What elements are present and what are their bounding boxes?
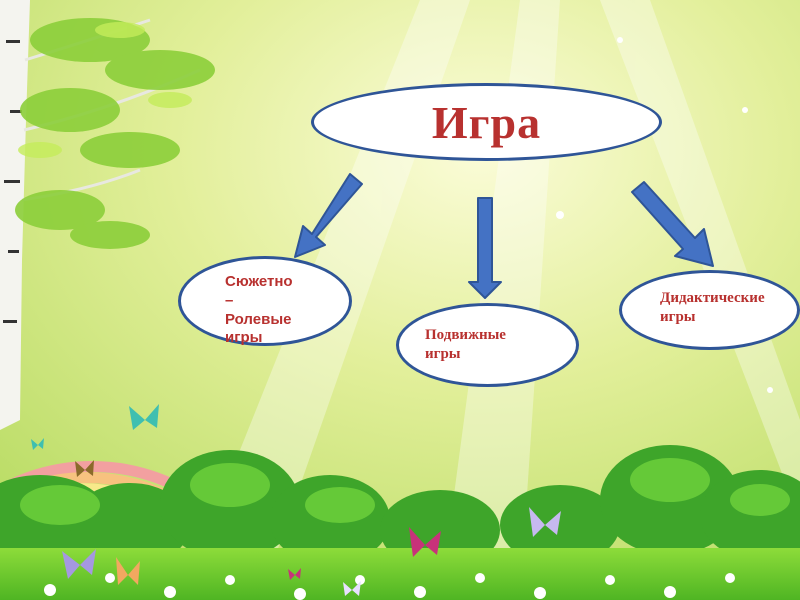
butterfly-icon [343,581,361,596]
butterfly-icon [116,557,140,585]
butterfly-icon [529,507,561,537]
butterfly-icon [75,460,94,477]
node-label-line: Ролевые [225,310,292,328]
arrow-center [468,197,502,299]
arrow-left [294,173,363,258]
node-role-play-games-label: Сюжетно – Ролевые игры [225,273,315,348]
bush-highlights [20,458,790,525]
butterfly-icon [31,438,44,450]
birch-tree [0,0,215,430]
node-outdoor-games: Подвижные игры [396,303,579,387]
butterfly-icon [409,527,441,557]
node-didactic-games: Дидактические игры [619,270,800,350]
arrow-right [631,181,714,267]
node-label-line: Сюжетно [225,273,293,290]
butterfly-icon [288,568,301,580]
butterflies [31,404,561,596]
node-label-line: Дидактические [660,290,765,306]
root-node-label: Игра [431,97,542,148]
node-outdoor-games-label: Подвижные игры [425,326,545,364]
butterfly-icon [129,404,159,430]
node-label-line: игры [425,345,461,362]
butterfly-icon [62,549,96,579]
node-label-line: игры [660,308,696,325]
root-node: Игра [311,83,662,161]
node-didactic-games-label: Дидактические игры [660,289,800,327]
node-label-line: – [225,291,234,309]
node-label-line: Подвижные [425,327,506,343]
flowers [44,573,735,600]
node-label-line: игры [225,329,263,347]
connector-arrows [294,173,714,299]
node-role-play-games: Сюжетно – Ролевые игры [178,256,352,346]
